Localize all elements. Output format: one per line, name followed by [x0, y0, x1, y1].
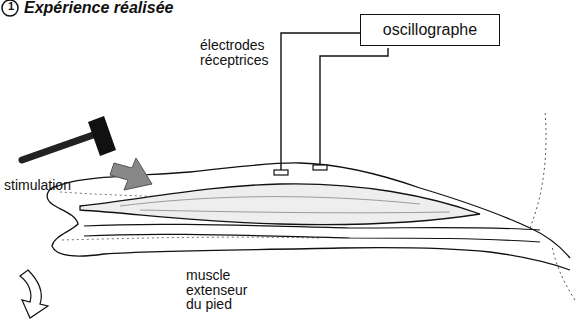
figure-title: Expérience réalisée — [24, 0, 173, 17]
muscle-label: muscle extenseur du pied — [186, 268, 266, 312]
muscle-fibres — [120, 197, 450, 213]
thigh-outline — [530, 110, 575, 300]
electrode-label: électrodes réceptrices — [200, 38, 278, 67]
bone — [84, 224, 540, 242]
wire — [320, 48, 388, 168]
stimulation-arrow — [110, 158, 152, 190]
instrument-name: oscillographe — [383, 22, 477, 39]
extensor-muscle — [80, 184, 480, 225]
electrode — [313, 165, 327, 170]
hammer-handle — [22, 134, 96, 160]
movement-arrow — [20, 270, 48, 318]
electrode — [274, 170, 288, 175]
instrument-box: oscillographe — [360, 14, 500, 46]
hammer-head — [88, 116, 116, 156]
number-circle — [2, 0, 18, 16]
stimulation-label: stimulation — [4, 178, 104, 193]
figure-number: 1 — [6, 1, 16, 13]
